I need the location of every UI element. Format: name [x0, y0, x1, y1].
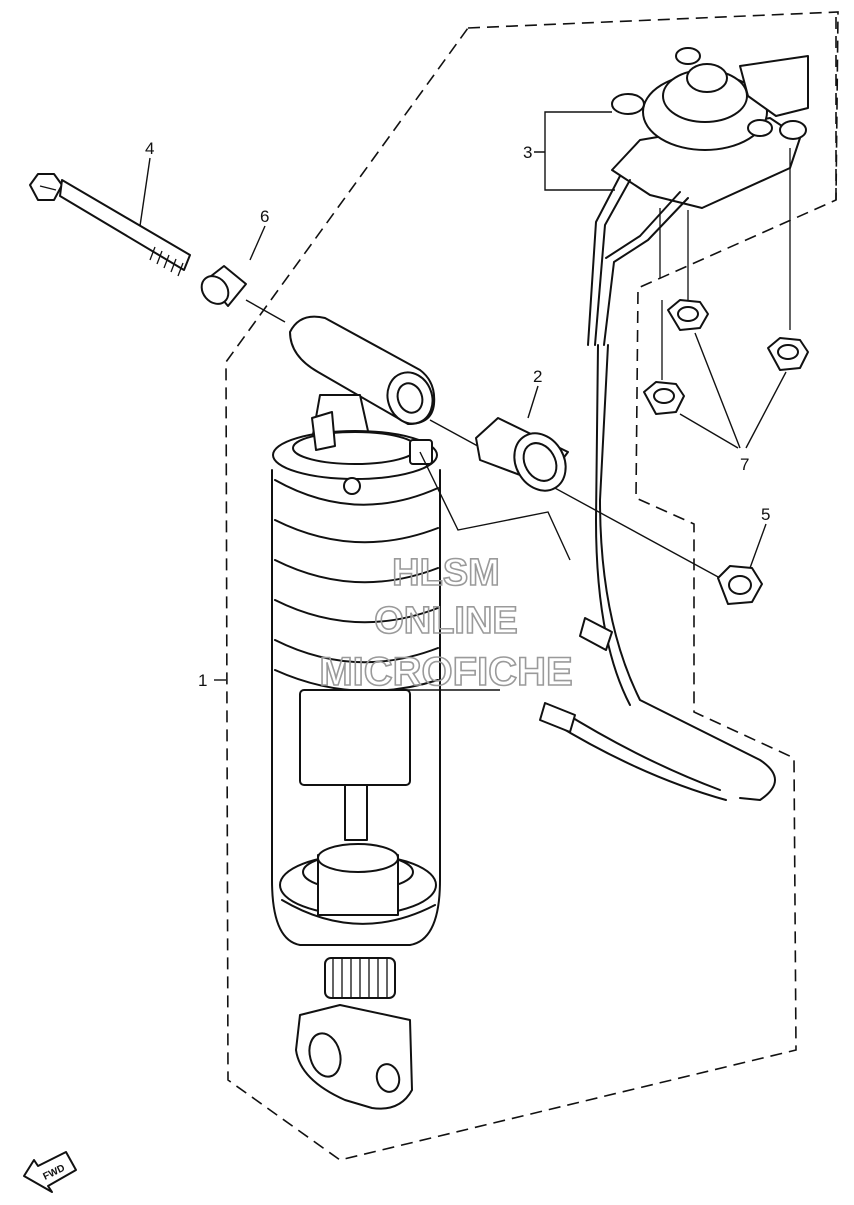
lock-nut	[717, 565, 763, 605]
watermark-line3: MICROFICHE	[319, 650, 572, 694]
callout-1: 1	[198, 671, 207, 690]
collar	[200, 265, 286, 323]
remote-adjuster	[402, 47, 809, 801]
callout-4: 4	[145, 139, 154, 158]
shock-absorber	[271, 315, 721, 1110]
callout-7: 7	[740, 455, 749, 474]
callout-5: 5	[761, 505, 770, 524]
arrow-icon	[23, 1151, 77, 1193]
callout-6: 6	[260, 207, 269, 226]
callout-leaders	[139, 111, 767, 681]
assembly-boundary	[225, 11, 839, 1161]
watermark-line2: ONLINE	[374, 600, 518, 642]
callout-2: 2	[533, 367, 542, 386]
callout-3: 3	[523, 143, 532, 162]
bushing	[475, 417, 569, 492]
fwd-badge: FWD	[23, 1151, 77, 1193]
bolt	[29, 173, 191, 277]
watermark: HLSM ONLINE MICROFICHE	[319, 551, 574, 695]
watermark-line1: HLSM	[392, 552, 500, 594]
nuts	[643, 299, 809, 449]
